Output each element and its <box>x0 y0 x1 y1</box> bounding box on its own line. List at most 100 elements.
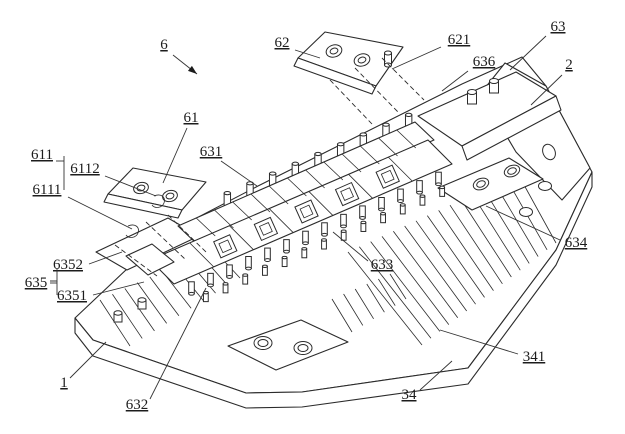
leader-line-341 <box>439 329 519 355</box>
leader-line-634 <box>485 205 561 241</box>
base-pin-top <box>321 238 327 242</box>
ref-num-635: 635 <box>25 275 48 291</box>
strip-division <box>378 137 398 157</box>
ref-label-341: 341 <box>439 329 545 365</box>
ref-num-6112: 6112 <box>70 161 99 177</box>
strip-division <box>250 193 271 213</box>
leader-line-6111 <box>67 196 133 230</box>
strip-division <box>287 177 307 197</box>
base-pin-top <box>340 229 347 233</box>
ref-label-632: 632 <box>126 287 207 413</box>
back-post-top <box>336 142 345 147</box>
rib-line-341 <box>415 220 476 305</box>
dashed-line <box>329 79 373 125</box>
leader-line-631 <box>220 160 258 187</box>
front-pin-tip <box>321 232 328 237</box>
ref-label-621: 621 <box>391 32 471 70</box>
dashed-line <box>381 57 425 101</box>
back-post-top <box>291 161 300 166</box>
ref-num-6: 6 <box>160 37 168 53</box>
leader-line-621 <box>391 46 442 70</box>
connector-upper-strip-631 <box>177 121 435 245</box>
bracket-62-hole-2-rim <box>357 56 367 64</box>
ref-num-636: 636 <box>473 54 496 70</box>
rib-line-mid <box>354 288 374 320</box>
front-pin-tip <box>416 190 423 195</box>
corner-plate-hole <box>542 143 556 161</box>
rib-line-341 <box>347 251 423 346</box>
bracket-62-flange <box>293 57 377 95</box>
leader-line-63 <box>509 35 547 71</box>
strip-division <box>305 169 325 189</box>
contact-block-inner <box>258 222 273 236</box>
base-pin-top <box>301 247 308 251</box>
body-division <box>308 191 334 216</box>
back-post-top <box>268 171 277 176</box>
ref-label-63: 63 <box>509 19 566 71</box>
body-division <box>229 225 254 250</box>
ref-num-631: 631 <box>200 144 223 160</box>
connector-end-cap <box>125 243 175 276</box>
ref-label-1: 1 <box>60 341 107 391</box>
post-636-top <box>467 89 477 95</box>
back-post-top <box>382 122 390 127</box>
ref-label-34: 34 <box>402 360 453 403</box>
ref-label-636: 636 <box>441 54 496 92</box>
contact-block-inner <box>380 169 395 184</box>
rib-line-341 <box>472 194 521 271</box>
rib-line-left <box>99 299 131 347</box>
ref-label-633: 633 <box>332 231 394 273</box>
ref-num-34: 34 <box>402 387 418 403</box>
connector-details <box>188 129 446 303</box>
leader-line-6352 <box>88 251 123 265</box>
ref-num-1: 1 <box>60 375 68 391</box>
rib-line-341 <box>359 246 432 339</box>
front-pin-tip <box>188 291 195 296</box>
front-pin-tip <box>397 199 404 203</box>
rib-line-341 <box>438 210 494 291</box>
front-pin-tip <box>359 216 366 220</box>
front-pin-tip <box>207 283 214 288</box>
post-63-top <box>489 78 499 84</box>
ref-label-61: 61 <box>162 110 199 184</box>
base-pin-top <box>360 220 367 225</box>
back-post-top <box>314 151 322 157</box>
dashed-line <box>167 214 207 253</box>
bracket-62 <box>293 31 404 95</box>
leader-line-2 <box>530 74 563 106</box>
leader-line-62 <box>294 49 321 59</box>
front-pin-tip <box>283 249 290 254</box>
body-division <box>189 242 214 268</box>
strip-division <box>268 185 289 205</box>
ref-num-621: 621 <box>448 32 471 48</box>
ref-label-6111: 6111 <box>33 182 133 230</box>
rib-line-mid <box>378 278 396 306</box>
ref-num-63: 63 <box>551 19 566 35</box>
ref-num-2: 2 <box>565 57 573 73</box>
rib-line-341 <box>460 199 512 278</box>
strip-division <box>232 201 252 221</box>
hook-6111 <box>125 224 139 238</box>
base-pin-top <box>419 194 426 198</box>
base-hole-right-2 <box>519 207 533 217</box>
strip-division <box>214 209 234 229</box>
ref-num-6111: 6111 <box>33 182 62 198</box>
contact-block-inner <box>340 187 355 201</box>
right-platform-posts <box>467 78 499 105</box>
rib-line-341 <box>427 215 485 298</box>
rib-line-mid <box>331 298 353 333</box>
ref-label-2: 2 <box>530 57 573 106</box>
rib-line-341 <box>393 230 459 319</box>
bracket-62-hole-1-rim <box>329 47 339 55</box>
block-634-hole-1-rim <box>476 180 486 188</box>
front-pin-tip <box>264 258 271 262</box>
front-pin-tip <box>378 207 385 212</box>
bracket-61-hole-2-rim <box>165 192 175 200</box>
contact-block-inner <box>218 239 233 254</box>
ref-num-633: 633 <box>371 257 394 273</box>
dashed-line <box>145 221 187 261</box>
rib-line-mid <box>389 273 407 300</box>
